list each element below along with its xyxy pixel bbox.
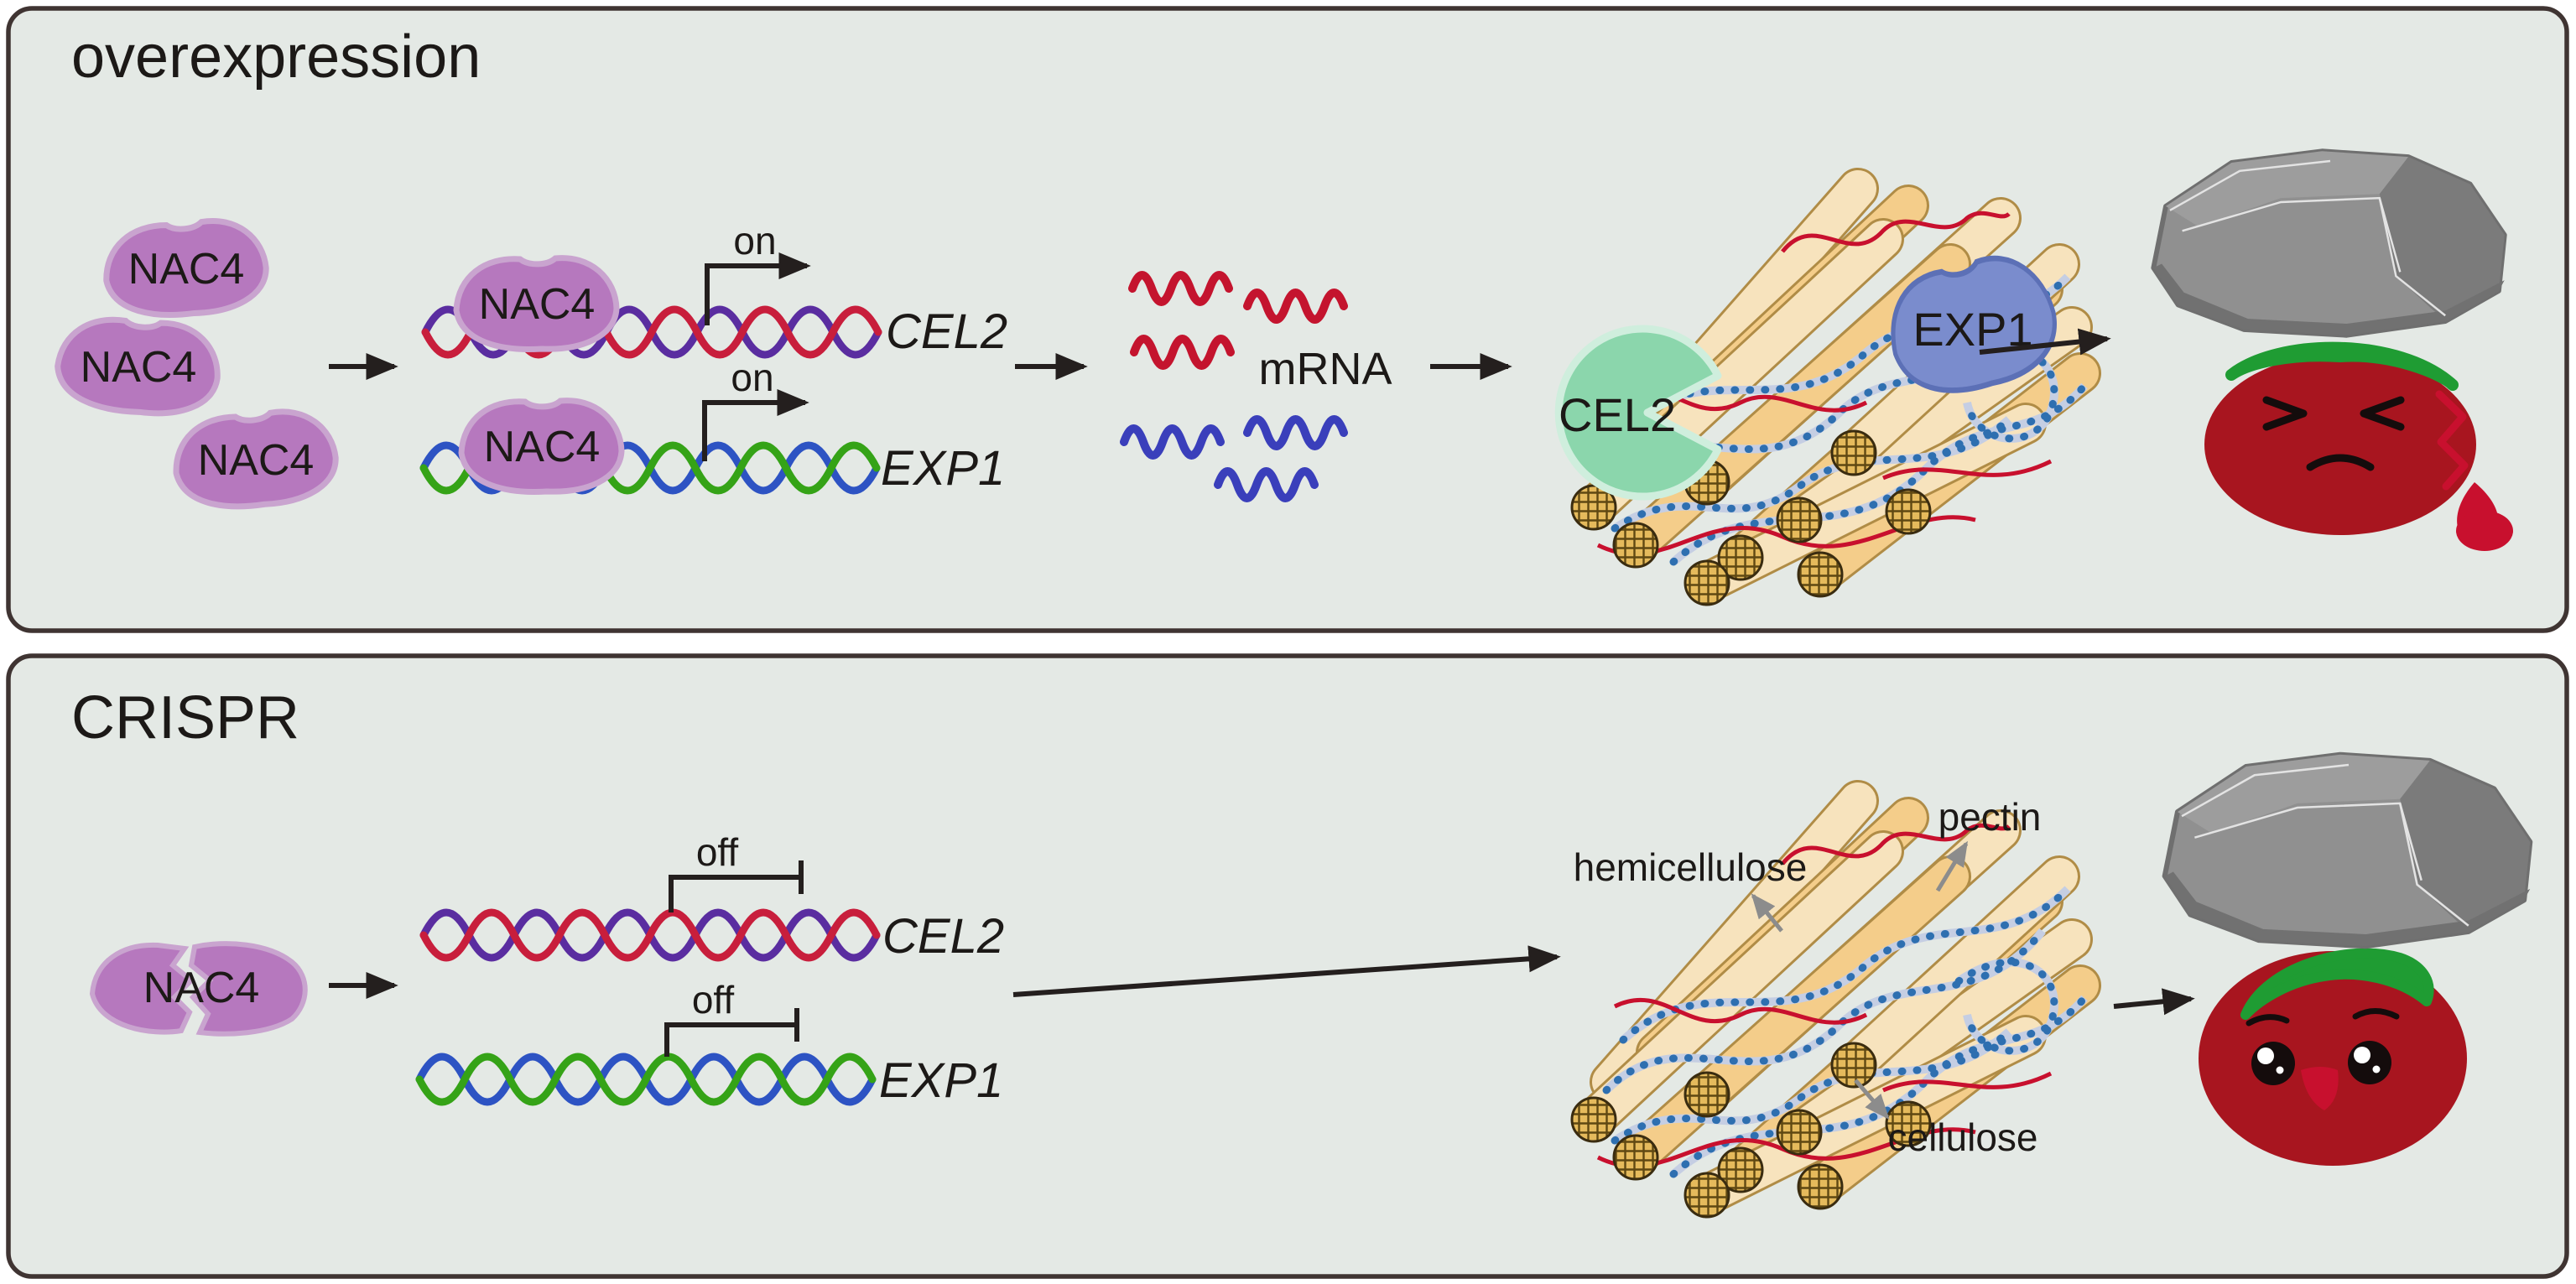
gene-row-cel2-off: off CEL2 xyxy=(424,830,1004,964)
gene-row-exp1-off: off EXP1 xyxy=(419,978,1003,1108)
gene-label-exp1: EXP1 xyxy=(881,441,1005,496)
promoter-on-arrow-exp1 xyxy=(702,388,809,461)
panel-title-crispr: CRISPR xyxy=(71,684,299,751)
rock-icon xyxy=(2165,755,2531,946)
arrow-wall-to-tomato xyxy=(2113,988,2195,1016)
mrna-label: mRNA xyxy=(1259,344,1392,394)
pectin-label: pectin xyxy=(1939,795,2042,839)
cellulose-pointer-arrow xyxy=(1854,1079,1890,1120)
nac4-bound-label: NAC4 xyxy=(479,280,596,329)
pectin-pointer-arrow xyxy=(1935,840,1969,892)
mrna-group: mRNA xyxy=(1124,275,1392,498)
cell-wall-top: CEL2 EXP1 xyxy=(1559,189,2084,605)
promoter-state-label: on xyxy=(731,356,773,399)
promoter-state-label: off xyxy=(696,830,739,874)
nac4-protein-label: NAC4 xyxy=(81,343,197,392)
panel-crispr-frame xyxy=(6,653,2569,1279)
gene-label-cel2: CEL2 xyxy=(882,909,1004,964)
promoter-on-arrow-cel2 xyxy=(705,252,811,325)
broken-nac4-label: NAC4 xyxy=(143,964,260,1012)
gene-label-cel2: CEL2 xyxy=(886,304,1007,359)
hemicellulose-label: hemicellulose xyxy=(1574,845,1808,889)
nac4-protein-label: NAC4 xyxy=(128,245,245,294)
gene-row-cel2-on: NAC4 on CEL2 xyxy=(425,219,1007,359)
panel-title-overexpression: overexpression xyxy=(71,23,481,91)
promoter-state-label: on xyxy=(733,219,776,263)
gene-label-exp1: EXP1 xyxy=(879,1053,1003,1108)
cel2-enzyme-label: CEL2 xyxy=(1559,388,1676,441)
cell-wall-bottom: hemicellulose pectin cellulose xyxy=(1572,795,2084,1217)
panel-overexpression: overexpression NAC4 NAC4 NAC4 xyxy=(6,6,2569,633)
arrow-wall-to-tomato xyxy=(1979,328,2111,356)
promoter-state-label: off xyxy=(692,978,735,1021)
panel-crispr: CRISPR NAC4 off CEL2 off EXP1 xyxy=(6,653,2569,1279)
hemicellulose-pointer-arrow xyxy=(1751,893,1783,933)
happy-tomato-icon xyxy=(2199,951,2467,1166)
arrow-dna-to-wall xyxy=(1012,945,1561,997)
nac4-protein-label: NAC4 xyxy=(198,436,315,485)
nac4-bound-label: NAC4 xyxy=(484,423,601,471)
promoter-off-tbar-exp1 xyxy=(664,1008,799,1057)
panel-overexpression-frame xyxy=(6,6,2569,633)
gene-row-exp1-on: NAC4 on EXP1 xyxy=(424,356,1005,496)
rock-icon xyxy=(2153,151,2504,335)
cel2-enzyme-icon xyxy=(1554,325,1722,501)
cellulose-label: cellulose xyxy=(1888,1115,2038,1159)
promoter-off-tbar-cel2 xyxy=(669,860,804,912)
nac4-protein-group: NAC4 NAC4 NAC4 xyxy=(55,217,340,512)
